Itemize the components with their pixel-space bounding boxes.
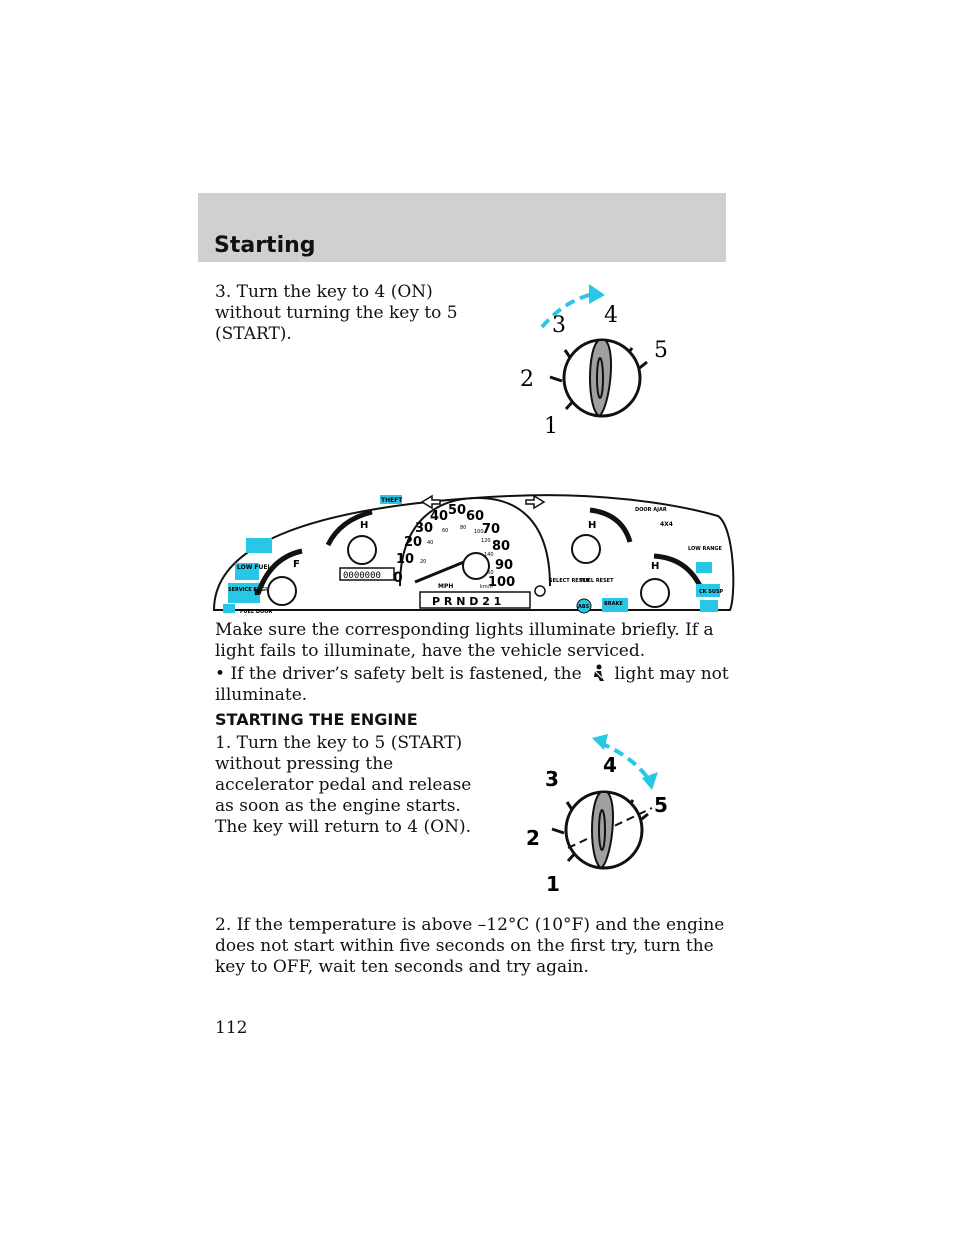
ignition-diagram-start: 3 4 5 2 1 xyxy=(526,734,668,896)
theft-label: THEFT xyxy=(381,497,403,504)
battery-h-label: H xyxy=(588,520,596,531)
mph-tick-60: 60 xyxy=(466,509,484,524)
airbag-icon xyxy=(700,600,718,612)
position-2-label: 2 xyxy=(520,367,534,392)
belt-bullet: • If the driver’s safety belt is fastene… xyxy=(215,664,755,706)
section-heading: STARTING THE ENGINE xyxy=(215,710,418,729)
speedometer: 0 10 20 30 40 50 60 70 80 90 100 20 40 6… xyxy=(393,496,551,590)
battery-warning-icon xyxy=(696,562,712,573)
fuel-door-label: FUEL DOOR xyxy=(240,609,272,615)
temp-gauge: H xyxy=(640,553,703,608)
lights-paragraph: Make sure the corresponding lights illum… xyxy=(215,620,714,661)
kmh-tick-40: 40 xyxy=(427,540,433,546)
brake-label: BRAKE xyxy=(604,601,623,607)
position-1-label-2: 1 xyxy=(546,872,560,896)
low-range-label: LOW RANGE xyxy=(688,546,723,552)
seatbelt-icon xyxy=(593,664,605,681)
belt-bullet-suffix: light may not illuminate. xyxy=(215,664,729,705)
fuel-f-label: F xyxy=(293,559,300,570)
kmh-tick-100: 100 xyxy=(474,529,484,535)
mph-tick-10: 10 xyxy=(396,552,414,567)
ck-susp-label: CK SUSP xyxy=(699,589,724,595)
position-1-label: 1 xyxy=(544,414,558,439)
mph-tick-30: 30 xyxy=(415,521,433,536)
mph-tick-70: 70 xyxy=(482,522,500,537)
kmh-tick-20: 20 xyxy=(420,559,426,565)
oil-h-label: H xyxy=(360,520,368,531)
door-ajar-label: DOOR AJAR xyxy=(635,507,667,513)
fuel-reset-label: FUEL RESET xyxy=(580,578,614,584)
kmh-tick-160: 160 xyxy=(484,570,494,576)
fuel-gauge: F E xyxy=(254,548,303,606)
select-reset-label: SELECT RESET xyxy=(549,578,590,584)
low-fuel-label: LOW FUEL xyxy=(237,564,271,571)
position-2-label-2: 2 xyxy=(526,826,540,850)
mph-tick-20: 20 xyxy=(404,535,422,550)
kmh-unit-label: km/h xyxy=(480,584,493,590)
fuel-e-label: E xyxy=(254,588,259,597)
odometer-display: 0000000 xyxy=(343,571,381,581)
belt-bullet-prefix: If the driver’s safety belt is fastened,… xyxy=(230,664,582,684)
step-retry: 2. If the temperature is above –12°C (10… xyxy=(215,915,725,977)
step-start: 1. Turn the key to 5 (START) without pre… xyxy=(215,733,472,837)
header-band: Starting xyxy=(198,193,726,262)
abs-label: ABS xyxy=(578,604,590,610)
kmh-tick-80: 80 xyxy=(460,525,466,531)
kmh-tick-140: 140 xyxy=(484,552,494,558)
four-x-four-label: 4X4 xyxy=(660,521,673,528)
position-3-label: 3 xyxy=(552,313,566,338)
warning-lights-left: LOW FUEL SERVICE ENGINE SOON FUEL DOOR xyxy=(223,538,293,615)
position-4-label-2: 4 xyxy=(603,753,617,777)
position-5-label-2: 5 xyxy=(654,793,668,817)
page-number: 112 xyxy=(215,1018,248,1038)
step-key-on: 3. Turn the key to 4 (ON) without turnin… xyxy=(215,282,458,344)
position-3-label-2: 3 xyxy=(545,767,559,791)
mph-tick-80: 80 xyxy=(492,539,510,554)
mph-tick-50: 50 xyxy=(448,503,466,518)
bullet-marker: • xyxy=(215,664,226,684)
battery-gauge: H xyxy=(571,507,633,564)
position-5-label: 5 xyxy=(654,338,668,363)
gear-indicator: P R N D 2 1 xyxy=(432,595,501,608)
kmh-tick-120: 120 xyxy=(481,538,491,544)
kmh-tick-60: 60 xyxy=(442,528,448,534)
instrument-cluster-diagram: LOW FUEL SERVICE ENGINE SOON FUEL DOOR F… xyxy=(212,494,735,615)
mph-tick-0: 0 xyxy=(393,570,403,586)
mph-unit-label: MPH xyxy=(438,583,453,590)
mph-tick-90: 90 xyxy=(495,558,513,573)
ignition-diagram-on: 3 4 5 2 1 xyxy=(520,284,668,439)
mph-tick-40: 40 xyxy=(430,509,448,524)
temp-h-label: H xyxy=(651,561,659,572)
position-4-label: 4 xyxy=(604,303,618,328)
mph-tick-100: 100 xyxy=(488,575,515,590)
page-title: Starting xyxy=(214,233,316,258)
oil-gauge: H xyxy=(325,509,377,565)
